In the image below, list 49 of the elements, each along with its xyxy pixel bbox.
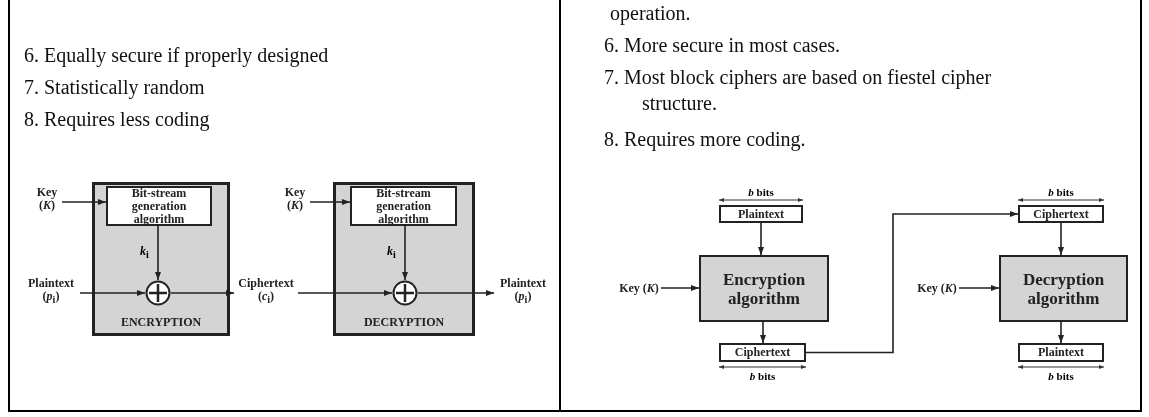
arrow [1058, 222, 1064, 256]
signal-label: Key (K) [32, 181, 62, 217]
process-box: Ciphertext [719, 343, 806, 362]
arrow [402, 225, 408, 281]
edge-label: k$_{i}$ [387, 245, 396, 262]
xor-symbol [392, 280, 418, 306]
list-item: 8. Requires less coding [24, 107, 211, 132]
arrow [760, 321, 766, 344]
arrow [297, 290, 393, 296]
dimension-label: b bits [1047, 370, 1075, 382]
algorithm-box: Encryption algorithm [699, 255, 829, 322]
arrow [1058, 321, 1064, 344]
arrow [309, 199, 351, 205]
arrow [660, 285, 700, 291]
list-item: 7. Most block ciphers are based on fiestel cipher structure. [604, 65, 993, 116]
signal-label: Key (K) [280, 181, 310, 217]
signal-label: Key (K) [915, 270, 959, 306]
signal-label: Plaintext (p$_{i}$) [494, 274, 552, 310]
arrow [958, 285, 1000, 291]
arrow [805, 211, 1019, 354]
signal-label: Ciphertext (c$_{i}$) [234, 274, 298, 310]
process-box: Plaintext [719, 205, 803, 223]
edge-label: k$_{i}$ [140, 245, 149, 262]
process-box: Ciphertext [1018, 205, 1104, 223]
arrow [170, 290, 235, 296]
list-item: 7. Statistically random [24, 75, 206, 100]
process-box: Bit-stream generation algorithm [350, 186, 457, 226]
algorithm-box: Decryption algorithm [999, 255, 1128, 322]
list-item: 6. Equally secure if properly designed [24, 43, 330, 68]
signal-label: Plaintext (p$_{i}$) [22, 274, 80, 310]
signal-label: Key (K) [617, 270, 661, 306]
dimension-label: b bits [748, 370, 777, 382]
process-box: Bit-stream generation algorithm [106, 186, 212, 226]
arrow [155, 225, 161, 281]
arrow [417, 290, 495, 296]
panel-title: ENCRYPTION [119, 316, 203, 329]
xor-symbol [145, 280, 171, 306]
dimension-label: b bits [1047, 186, 1075, 198]
panel-title: DECRYPTION [362, 316, 446, 329]
process-panel [333, 182, 475, 336]
process-box: Plaintext [1018, 343, 1104, 362]
list-item: 8. Requires more coding. [604, 127, 807, 152]
dimension-label: b bits [747, 186, 775, 198]
text-line: operation. [610, 1, 692, 26]
process-panel [92, 182, 230, 336]
arrow [758, 222, 764, 256]
arrow [61, 199, 107, 205]
arrow [79, 290, 146, 296]
list-item: 6. More secure in most cases. [604, 33, 842, 58]
